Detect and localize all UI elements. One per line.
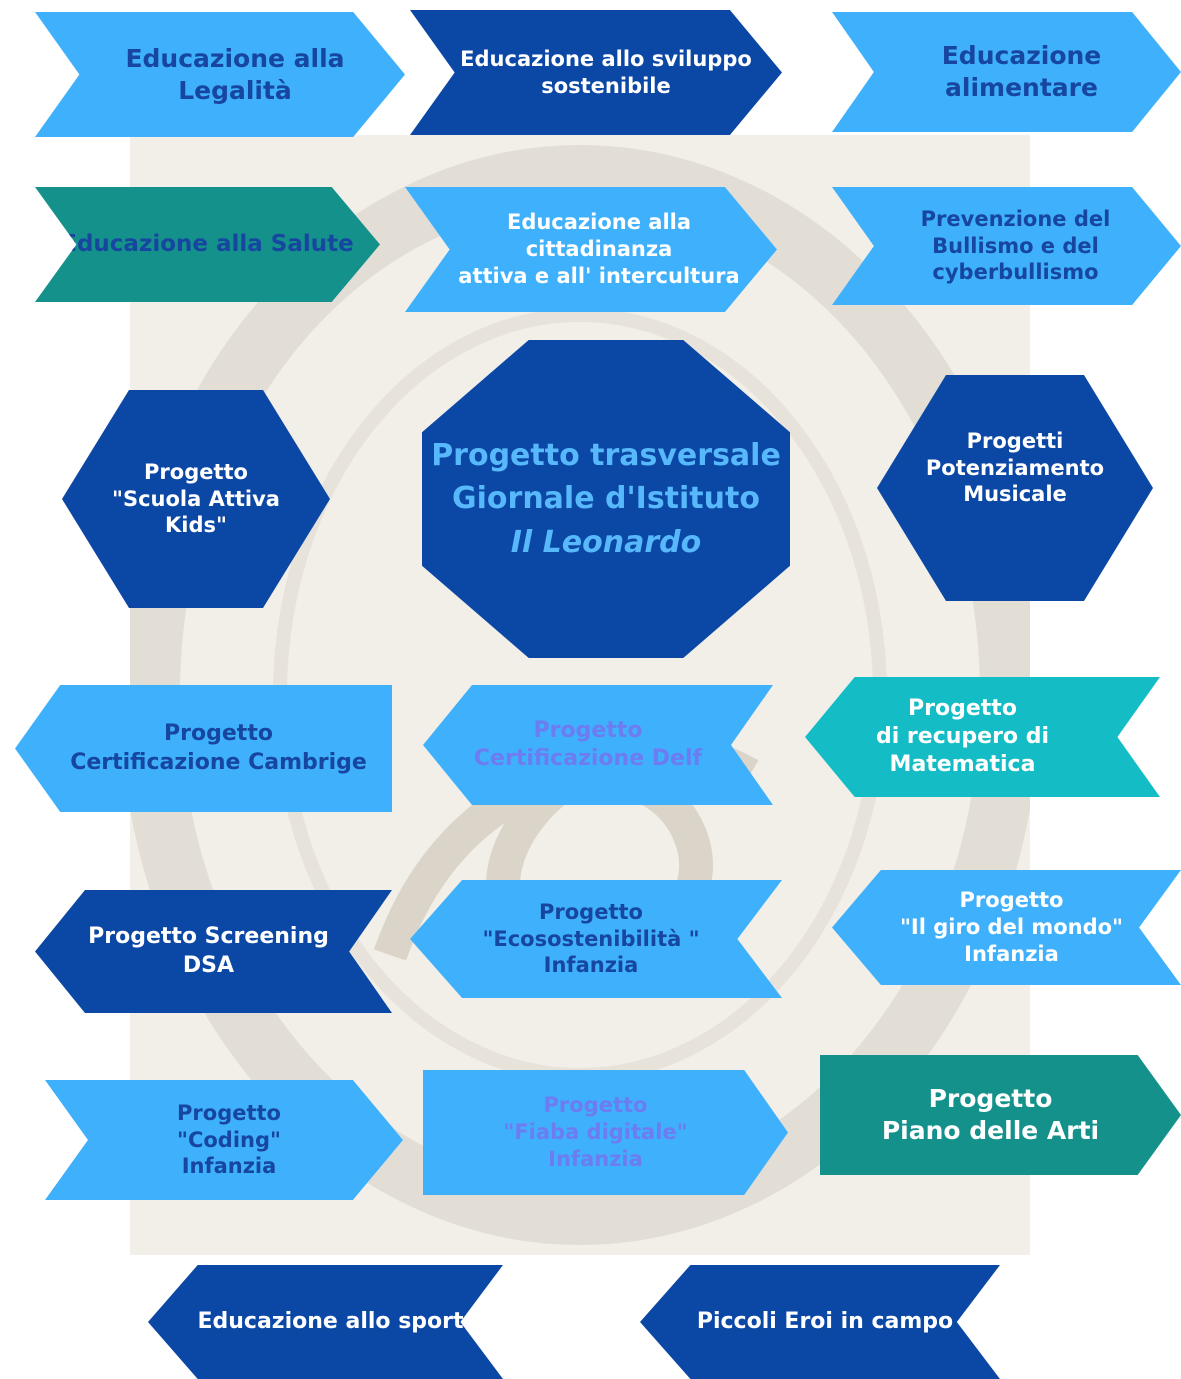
label-line: Potenziamento	[925, 455, 1105, 480]
label-line: Educazione	[941, 41, 1102, 70]
shape-educazione-allo-sport: Educazione allo sport	[148, 1265, 503, 1379]
shape-progetto-coding: Progetto"Coding"Infanzia	[45, 1080, 403, 1200]
label-line: alimentare	[945, 73, 1098, 102]
label-line: Certificazione Delf	[473, 746, 703, 771]
label-line: "Coding"	[177, 1127, 281, 1152]
shape-piccoli-eroi-in-campo: Piccoli Eroi in campo	[640, 1265, 1000, 1379]
shape-educazione-alimentare: Educazione alimentare	[832, 12, 1181, 132]
label-line: Progetto	[144, 459, 248, 484]
label-line: Giornale d'Istituto	[452, 481, 760, 517]
label-line: Certificazione Cambrige	[70, 749, 367, 775]
label-line: di recupero di	[875, 723, 1049, 749]
label-line: Legalità	[178, 75, 292, 105]
label-line: Infanzia	[543, 953, 639, 978]
label-line: Progetto	[164, 721, 273, 747]
label-line: Educazione alla	[506, 210, 692, 235]
label-line: Bullismo e del	[932, 233, 1099, 258]
label-line: Piano delle Arti	[881, 1116, 1100, 1145]
label-line: Progetto	[959, 888, 1064, 913]
label-line: Progetto	[908, 695, 1017, 721]
label-line: Progetti	[966, 428, 1064, 453]
label-line: Prevenzione del	[920, 206, 1111, 231]
label-line: "Il giro del mondo"	[899, 915, 1124, 940]
label-line: "Ecosostenibilità "	[482, 926, 700, 951]
label-line: Educazione alla	[125, 43, 345, 73]
label-line: Educazione allo sport	[197, 1308, 464, 1334]
label-line: "Fiaba digitale"	[503, 1120, 688, 1145]
label-line: Infanzia	[548, 1146, 643, 1171]
label-line: Progetto	[533, 717, 643, 743]
label-line: Progetto	[539, 899, 643, 924]
label-line: Progetto	[928, 1084, 1053, 1113]
label-line: Matematica	[889, 752, 1036, 778]
label-line-italic: Il Leonardo	[510, 524, 702, 560]
shape-progetto-fiaba-digitale: Progetto"Fiaba digitale"Infanzia	[423, 1070, 788, 1195]
label-line: Educazione alla Salute	[61, 230, 354, 257]
shape-progetto-ecosostenibilita: Progetto"Ecosostenibilità "Infanzia	[410, 880, 782, 998]
label-line: DSA	[182, 952, 235, 978]
label-line: cittadinanza	[525, 237, 673, 262]
label-line: Progetto trasversale	[431, 437, 781, 473]
label-line: Infanzia	[964, 941, 1059, 966]
shape-educazione-salute: Educazione alla Salute	[35, 187, 380, 302]
shape-progetto-giro-del-mondo: Progetto"Il giro del mondo"Infanzia	[832, 870, 1181, 985]
label-line: Progetto	[543, 1093, 648, 1118]
label-line: Infanzia	[181, 1154, 277, 1179]
label-line: sostenibile	[541, 73, 671, 98]
label-line: attiva e all' intercultura	[458, 263, 740, 288]
label-line: "Scuola Attiva	[112, 486, 280, 511]
label-line: Progetto	[177, 1100, 281, 1125]
label-line: Musicale	[963, 482, 1067, 507]
label-line: Educazione allo sviluppo	[460, 46, 752, 71]
label-line: Progetto Screening	[88, 924, 329, 950]
label-line: cyberbullismo	[932, 260, 1099, 285]
label-line: Kids"	[165, 513, 227, 538]
label-line: Piccoli Eroi in campo	[696, 1308, 954, 1334]
